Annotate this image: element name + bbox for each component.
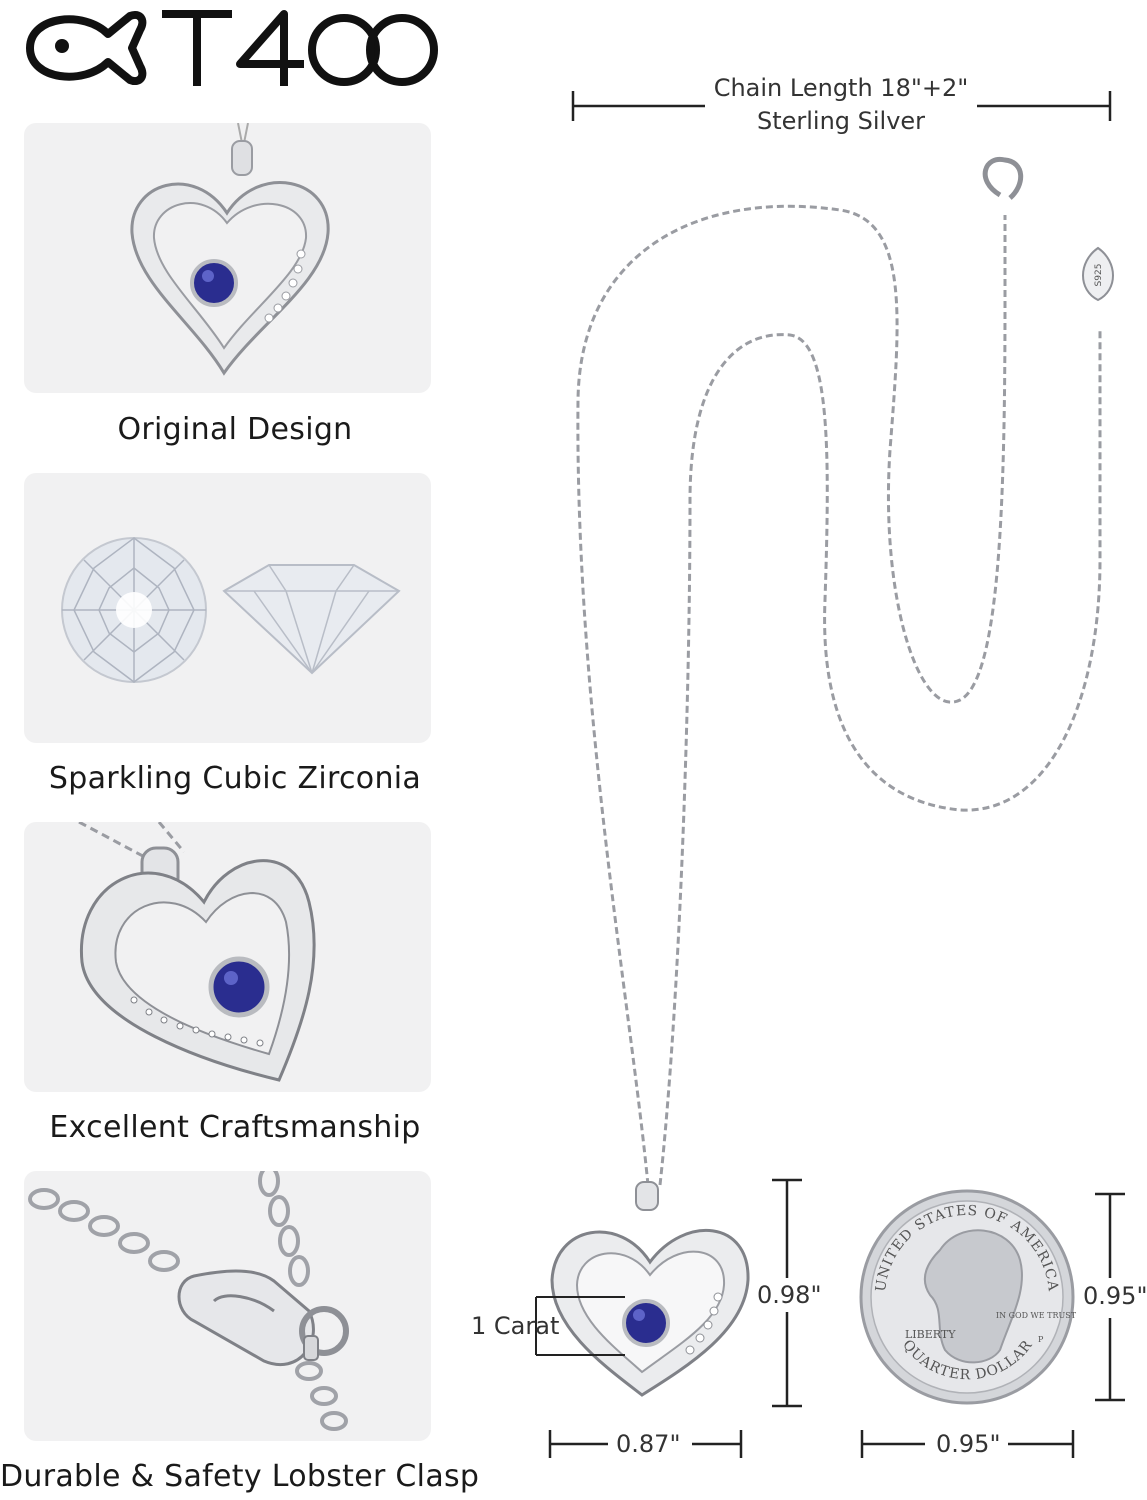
coin-liberty-text: LIBERTY (905, 1328, 956, 1341)
coin-motto-text: IN GOD WE TRUST (996, 1311, 1077, 1320)
feature-image-original-design (24, 123, 431, 393)
coin-height-label: 0.95" (1083, 1282, 1147, 1310)
necklace-dimensions-illustration: S925 UNITED STATES OF AMERICA QUART (535, 91, 1125, 1458)
tag-marking: S925 (1094, 264, 1104, 287)
stone-size-label: 1 Carat (471, 1312, 560, 1340)
pendant-height-label: 0.98" (757, 1281, 822, 1309)
pendant-width-label: 0.87" (616, 1430, 681, 1458)
feature-image-cubic-zirconia (24, 473, 431, 743)
feature-caption-lobster-clasp: Durable & Safety Lobster Clasp (0, 1459, 480, 1494)
coin-width-label: 0.95" (936, 1430, 1001, 1458)
brand-logo (22, 2, 442, 94)
coin-mint-mark: P (1038, 1335, 1044, 1344)
material-text: Sterling Silver (756, 107, 926, 135)
feature-caption-craftsmanship: Excellent Craftsmanship (49, 1110, 421, 1145)
chain-length-text: Chain Length 18"+2" (713, 74, 969, 102)
feature-image-lobster-clasp (24, 1171, 431, 1441)
feature-caption-original-design: Original Design (117, 412, 353, 447)
chain-spec-label: Chain Length 18"+2" Sterling Silver (705, 72, 977, 138)
feature-image-craftsmanship (24, 822, 431, 1092)
feature-caption-cubic-zirconia: Sparkling Cubic Zirconia (48, 761, 422, 796)
